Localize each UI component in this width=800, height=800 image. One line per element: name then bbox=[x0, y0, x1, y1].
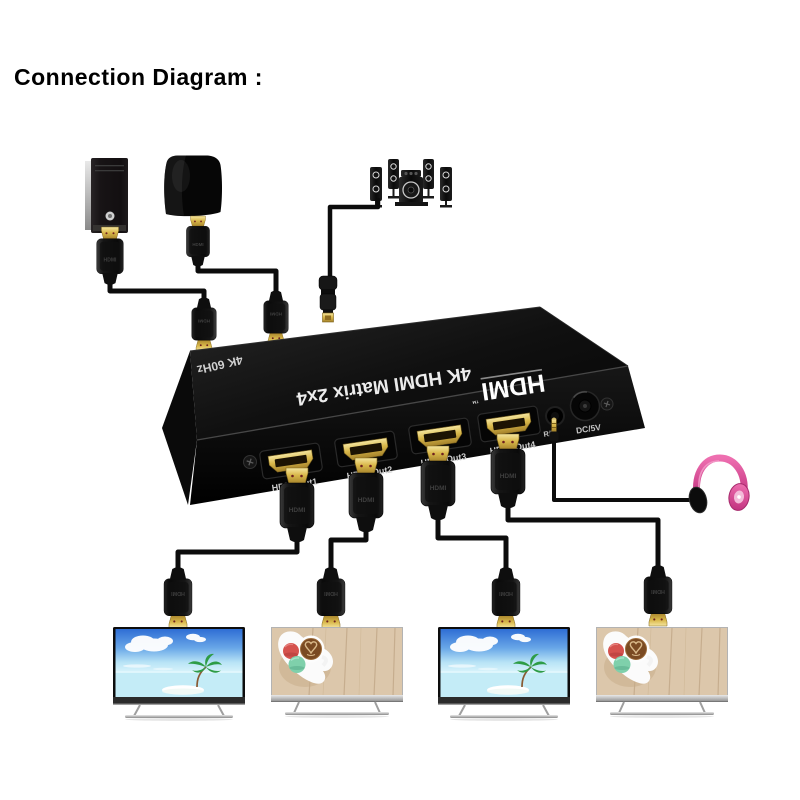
hdmi-plug-tv4 bbox=[643, 564, 673, 627]
hdmi-plug-console bbox=[186, 215, 210, 267]
hdmi-plug-pc bbox=[96, 226, 124, 286]
matrix-top-face bbox=[190, 307, 628, 440]
audio-plug-3.5mm bbox=[549, 417, 559, 442]
page-title: Connection Diagram : bbox=[14, 64, 263, 90]
matrix-box: 4K 60Hz 4K HDMI Matrix 2x4 HDMI ™ HDMI O… bbox=[162, 306, 645, 505]
source-game-console bbox=[164, 155, 222, 217]
hdmi-plug-tv2 bbox=[316, 566, 346, 629]
hdmi-cable-pc bbox=[107, 277, 207, 302]
hdmi-cable-out3 bbox=[435, 517, 509, 579]
hdmi-cable-out4 bbox=[505, 505, 661, 577]
tv-1-island-display bbox=[112, 626, 246, 722]
source-speaker-system bbox=[370, 159, 452, 208]
hdmi-plug-tv1 bbox=[163, 566, 193, 629]
hdmi-cable-out2 bbox=[328, 529, 369, 581]
headphone-earcup-left bbox=[688, 486, 708, 514]
optical-cable-speakers bbox=[327, 197, 381, 283]
tv-2-coffee-display bbox=[269, 625, 405, 720]
hdmi-plug-input-2 bbox=[263, 290, 289, 345]
tv-3-island-display bbox=[437, 626, 571, 722]
dc-power-jack: DC/5V bbox=[569, 390, 602, 436]
audio-cable-headphones bbox=[552, 428, 694, 502]
front-screw-right bbox=[600, 397, 614, 411]
source-pc-tower bbox=[85, 158, 128, 233]
hdmi-cable-console bbox=[195, 259, 279, 297]
tv-4-coffee-display bbox=[594, 625, 730, 720]
dc-power-label: DC/5V bbox=[575, 422, 602, 436]
hdmi-logo-tm: ™ bbox=[471, 396, 479, 404]
headphones bbox=[688, 454, 750, 514]
matrix-left-face bbox=[162, 351, 197, 505]
optical-plug bbox=[318, 275, 338, 323]
front-screw-left bbox=[243, 455, 257, 469]
hdmi-plug-input-1 bbox=[191, 297, 217, 352]
hdmi-cable-out1 bbox=[175, 539, 300, 575]
hdmi-plug-tv3 bbox=[491, 566, 521, 629]
